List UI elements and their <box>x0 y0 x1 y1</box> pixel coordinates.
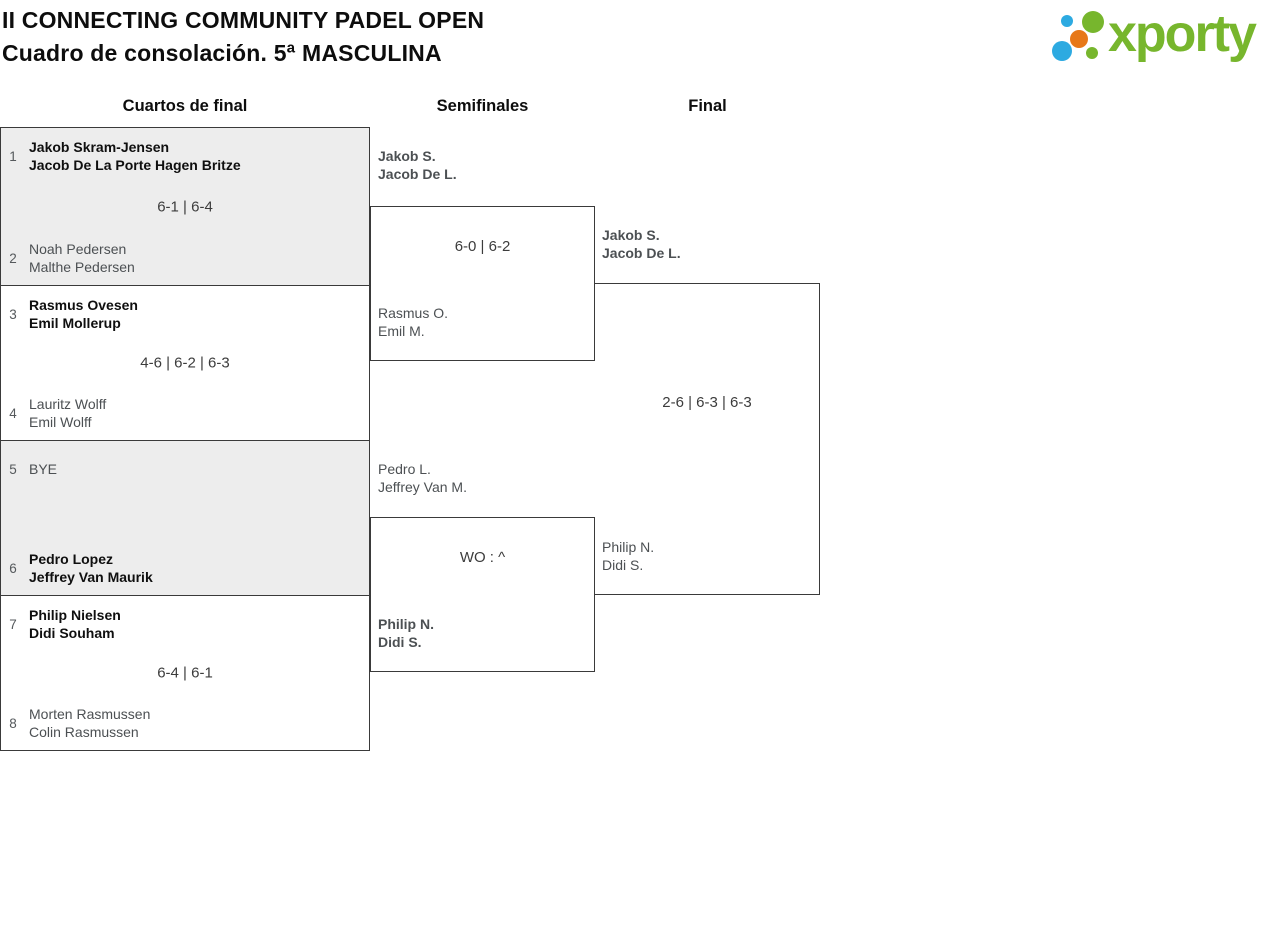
seed-number: 3 <box>9 306 17 322</box>
player-name: Jeffrey Van Maurik <box>29 569 153 585</box>
logo-dot-green-small-icon <box>1086 47 1098 59</box>
final-match[interactable]: 2-6 | 6-3 | 6-3 Philip N. Didi S. <box>595 283 820 595</box>
team-name: Morten Rasmussen Colin Rasmussen <box>29 705 365 741</box>
player-name: Lauritz Wolff <box>29 396 107 412</box>
team-name: Philip Nielsen Didi Souham <box>29 606 365 642</box>
bracket-subtitle: Cuadro de consolación. 5ª MASCULINA <box>2 40 442 66</box>
logo-dot-blue-small-icon <box>1061 15 1073 27</box>
player-name: Emil Wolff <box>29 414 92 430</box>
round-label-semifinals: Semifinales <box>436 97 529 115</box>
match-score: 6-1 | 6-4 <box>157 198 213 215</box>
logo-wordmark: xporty <box>1108 5 1257 63</box>
team-name: Jakob S. Jacob De L. <box>602 226 681 262</box>
team-name: Philip N. Didi S. <box>602 538 815 574</box>
player-name: Didi S. <box>378 634 422 650</box>
team-name: Jakob S. Jacob De L. <box>378 147 457 183</box>
round-label-final: Final <box>688 97 727 115</box>
player-name: Jacob De La Porte Hagen Britze <box>29 157 241 173</box>
team-name: Rasmus O. Emil M. <box>378 304 590 340</box>
player-name: BYE <box>29 461 58 477</box>
page-title: II CONNECTING COMMUNITY PADEL OPEN Cuadr… <box>2 4 484 70</box>
team-name: Jakob Skram-Jensen Jacob De La Porte Hag… <box>29 138 365 174</box>
player-name: Jacob De L. <box>602 245 681 261</box>
match-score: 4-6 | 6-2 | 6-3 <box>140 354 230 372</box>
quarterfinal-match-1[interactable]: 1 Jakob Skram-Jensen Jacob De La Porte H… <box>0 127 370 286</box>
player-name: Didi S. <box>602 557 644 573</box>
player-name: Didi Souham <box>29 625 115 641</box>
player-name: Morten Rasmussen <box>29 706 151 722</box>
team-name: Pedro Lopez Jeffrey Van Maurik <box>29 550 365 586</box>
player-name: Jakob S. <box>378 148 436 164</box>
player-name: Philip Nielsen <box>29 607 121 623</box>
seed-number: 1 <box>9 148 17 164</box>
player-name: Colin Rasmussen <box>29 724 139 740</box>
quarterfinal-match-4[interactable]: 7 Philip Nielsen Didi Souham 6-4 | 6-1 8… <box>0 595 370 751</box>
logo-dot-green-big-icon <box>1082 11 1104 33</box>
player-name: Philip N. <box>378 616 434 632</box>
player-name: Emil M. <box>378 323 425 339</box>
match-score: WO : ^ <box>459 549 506 566</box>
player-name: Pedro Lopez <box>29 551 114 567</box>
seed-number: 8 <box>9 715 17 731</box>
match-score: 2-6 | 6-3 | 6-3 <box>662 394 752 411</box>
team-name: Philip N. Didi S. <box>378 615 590 651</box>
team-name: Noah Pedersen Malthe Pedersen <box>29 240 365 276</box>
team-name: BYE <box>29 451 365 487</box>
logo-dot-blue-big-icon <box>1052 41 1072 61</box>
team-name: Rasmus Ovesen Emil Mollerup <box>29 296 365 332</box>
player-name: Pedro L. <box>378 461 431 477</box>
player-name: Rasmus Ovesen <box>29 297 138 313</box>
player-name: Jakob S. <box>602 227 660 243</box>
seed-number: 2 <box>9 250 17 266</box>
player-name: Rasmus O. <box>378 305 449 321</box>
team-name: Pedro L. Jeffrey Van M. <box>378 460 467 496</box>
match-score: 6-0 | 6-2 <box>454 238 511 255</box>
player-name: Jacob De L. <box>378 166 457 182</box>
seed-number: 4 <box>9 405 17 421</box>
tournament-title: II CONNECTING COMMUNITY PADEL OPEN <box>2 7 485 33</box>
quarterfinal-match-2[interactable]: 3 Rasmus Ovesen Emil Mollerup 4-6 | 6-2 … <box>0 285 370 441</box>
seed-number: 5 <box>9 461 17 477</box>
quarterfinal-match-3[interactable]: 5 BYE 6 Pedro Lopez Jeffrey Van Maurik <box>0 440 370 596</box>
seed-number: 6 <box>9 560 17 576</box>
round-label-quarterfinals: Cuartos de final <box>122 97 248 115</box>
player-name: Noah Pedersen <box>29 241 127 257</box>
match-score: 6-4 | 6-1 <box>157 664 213 682</box>
player-name: Emil Mollerup <box>29 315 121 331</box>
seed-number: 7 <box>9 616 17 632</box>
team-name: Lauritz Wolff Emil Wolff <box>29 395 365 431</box>
player-name: Jakob Skram-Jensen <box>29 139 170 155</box>
semifinal-match-1[interactable]: 6-0 | 6-2 Rasmus O. Emil M. <box>370 206 595 361</box>
xporty-logo[interactable]: xporty <box>1050 0 1278 76</box>
player-name: Philip N. <box>602 539 655 555</box>
player-name: Jeffrey Van M. <box>378 479 467 495</box>
player-name: Malthe Pedersen <box>29 259 135 275</box>
logo-dot-orange-icon <box>1070 30 1088 48</box>
semifinal-match-2[interactable]: WO : ^ Philip N. Didi S. <box>370 517 595 672</box>
